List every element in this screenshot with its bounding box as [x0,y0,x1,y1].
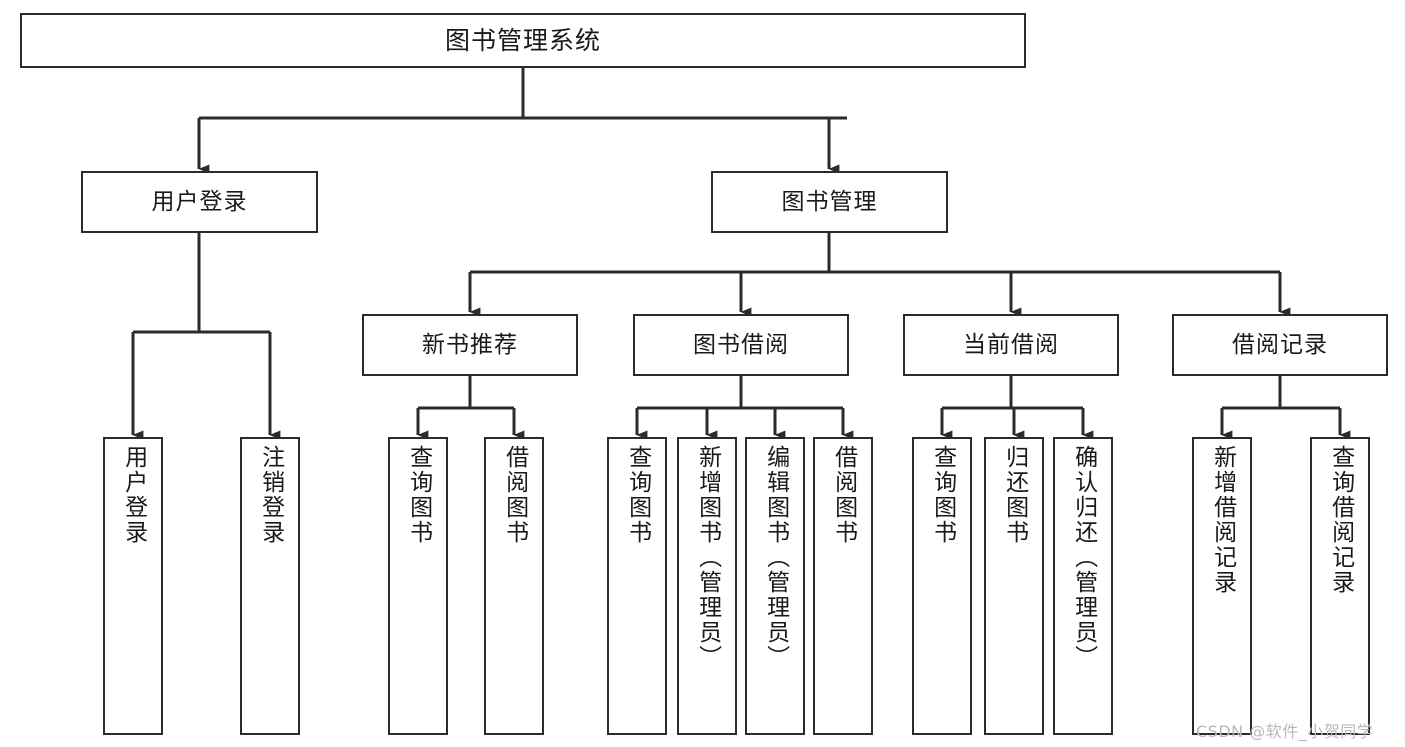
leaf-edit-book-admin[interactable]: 编辑图书（管理员） [745,437,805,735]
leaf-borrow-books-newbook[interactable]: 借阅图书 [484,437,544,735]
leaf-query-books-newbook[interactable]: 查询图书 [388,437,448,735]
node-label: 借阅图书 [501,445,528,545]
node-label: 用户登录 [151,188,248,215]
node-label: 确认归还（管理员） [1070,445,1097,670]
leaf-return-books[interactable]: 归还图书 [984,437,1044,735]
node-borrow-records[interactable]: 借阅记录 [1172,314,1388,376]
node-book-borrowing[interactable]: 图书借阅 [633,314,849,376]
node-label: 归还图书 [1001,445,1028,545]
leaf-logout[interactable]: 注销登录 [240,437,300,735]
node-label: 查询图书 [624,445,651,545]
node-user-login[interactable]: 用户登录 [81,171,318,233]
node-current-borrowing[interactable]: 当前借阅 [903,314,1119,376]
leaf-add-borrow-record[interactable]: 新增借阅记录 [1192,437,1252,735]
leaf-user-login[interactable]: 用户登录 [103,437,163,735]
node-label: 新书推荐 [422,331,518,358]
node-label: 新增图书（管理员） [694,445,721,670]
leaf-query-borrow-record[interactable]: 查询借阅记录 [1310,437,1370,735]
node-label: 借阅图书 [830,445,857,545]
node-label: 图书借阅 [693,331,789,358]
node-new-book-recommendation[interactable]: 新书推荐 [362,314,578,376]
node-label: 图书管理 [781,188,878,215]
node-label: 编辑图书（管理员） [762,445,789,670]
node-label: 用户登录 [120,445,147,545]
node-label: 图书管理系统 [444,26,601,55]
node-root-system[interactable]: 图书管理系统 [20,13,1026,68]
leaf-query-books-current[interactable]: 查询图书 [912,437,972,735]
node-label: 查询借阅记录 [1327,445,1354,595]
node-label: 注销登录 [257,445,284,545]
leaf-borrow-books[interactable]: 借阅图书 [813,437,873,735]
leaf-query-books-borrow[interactable]: 查询图书 [607,437,667,735]
node-book-management[interactable]: 图书管理 [711,171,948,233]
node-label: 查询图书 [929,445,956,545]
node-label: 新增借阅记录 [1209,445,1236,595]
node-label: 借阅记录 [1232,331,1328,358]
node-label: 查询图书 [405,445,432,545]
leaf-add-book-admin[interactable]: 新增图书（管理员） [677,437,737,735]
leaf-confirm-return-admin[interactable]: 确认归还（管理员） [1053,437,1113,735]
node-label: 当前借阅 [963,331,1059,358]
